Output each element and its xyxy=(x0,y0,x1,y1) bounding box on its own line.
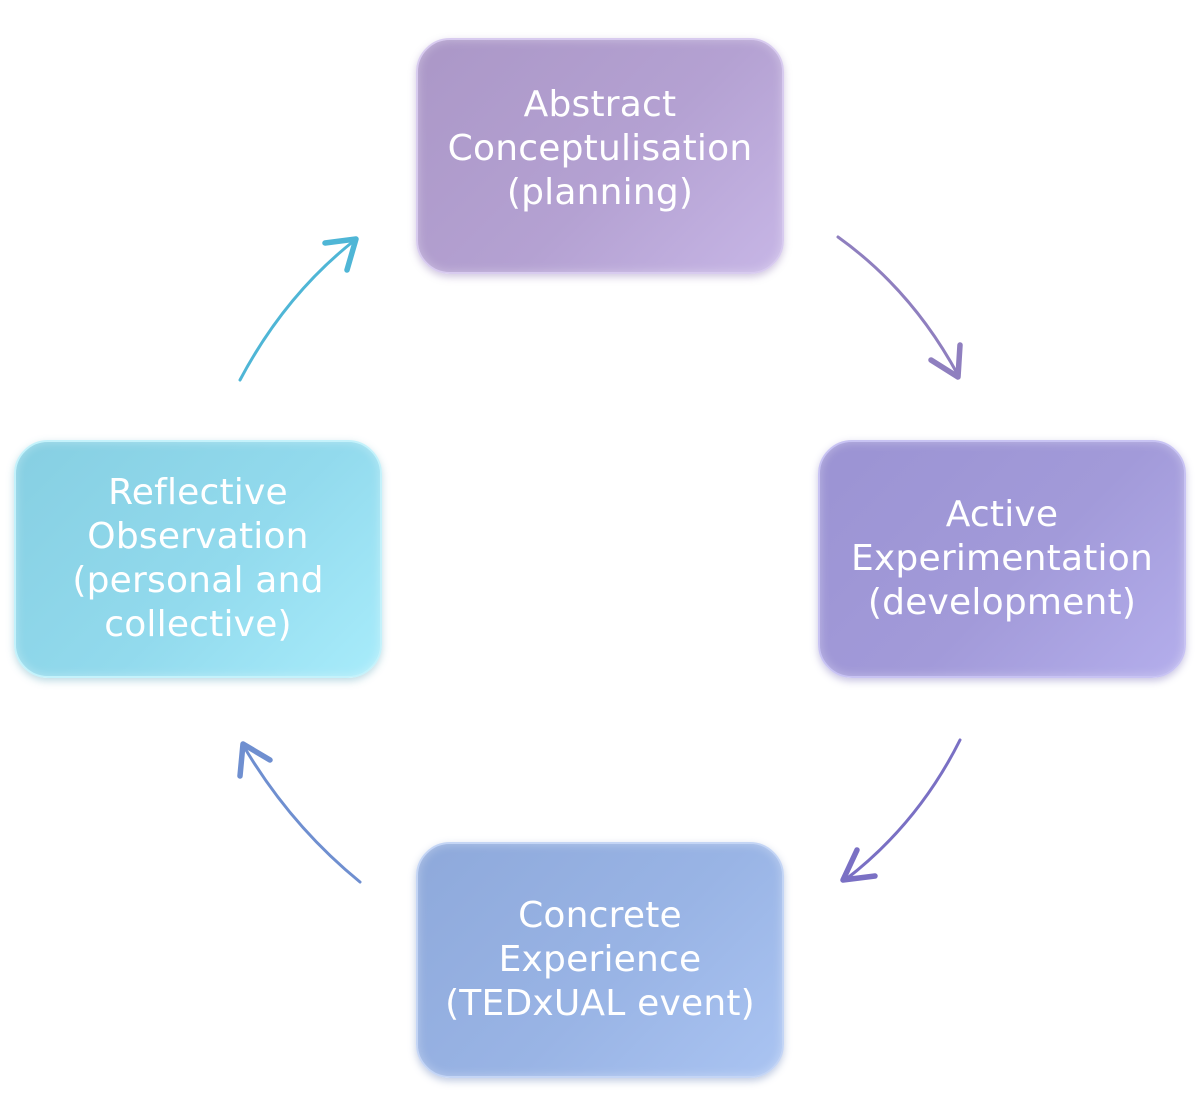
arrow-active-to-concrete-line xyxy=(843,738,962,882)
arrow-active-to-concrete-head xyxy=(840,847,878,883)
node-label-line: collective) xyxy=(104,604,292,645)
arrow-reflective-to-abstract-line xyxy=(238,238,357,382)
node-abstract-conceptualisation: Abstract Conceptulisation (planning) xyxy=(416,38,784,274)
node-label-line: Experimentation xyxy=(850,538,1154,579)
node-label-line: Concrete xyxy=(518,895,682,936)
node-label-line: Active xyxy=(945,494,1059,535)
node-label-line: (planning) xyxy=(506,172,694,213)
node-label-line: Observation xyxy=(87,516,309,557)
arrow-abstract-to-active xyxy=(836,235,963,380)
arrow-active-to-concrete xyxy=(840,738,962,883)
arrow-abstract-to-active-line xyxy=(836,235,960,377)
node-concrete-experience: Concrete Experience (TEDxUAL event) xyxy=(416,842,784,1078)
node-label-line: Reflective xyxy=(108,472,288,513)
node-reflective-observation: Reflective Observation (personal and col… xyxy=(14,440,382,678)
node-label-line: (personal and xyxy=(72,560,324,601)
arrow-concrete-to-reflective-head xyxy=(237,741,273,779)
node-label-line: Experience xyxy=(498,939,702,980)
arrow-concrete-to-reflective xyxy=(237,741,362,884)
node-label-line: (development) xyxy=(867,582,1137,623)
node-active-experimentation: Active Experimentation (development) xyxy=(818,440,1186,678)
node-label-line: Conceptulisation xyxy=(447,128,753,169)
arrow-reflective-to-abstract-head xyxy=(322,236,359,273)
node-label-line: (TEDxUAL event) xyxy=(445,983,755,1024)
node-label-line: Abstract xyxy=(523,84,677,125)
arrow-abstract-to-active-head xyxy=(928,342,963,380)
arrow-reflective-to-abstract xyxy=(238,236,359,382)
arrow-concrete-to-reflective-line xyxy=(241,743,362,884)
